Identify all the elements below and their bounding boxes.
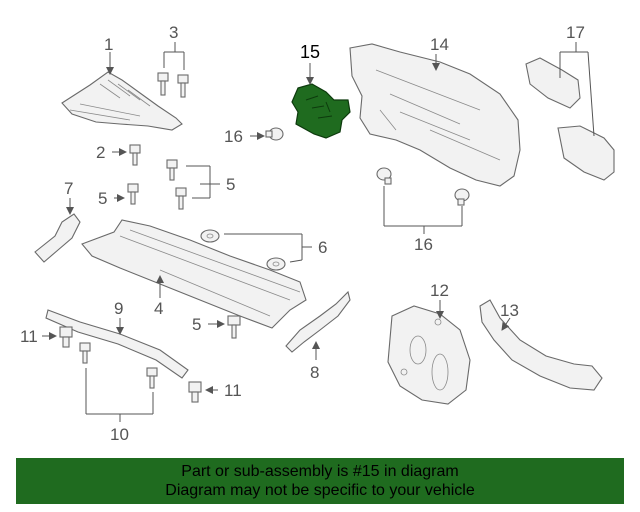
leader-lines <box>42 42 595 422</box>
part-11-nuts <box>59 326 202 403</box>
banner-line-1: Part or sub-assembly is #15 in diagram <box>181 463 459 480</box>
callout-16-lower: 16 <box>414 235 433 254</box>
callout-10: 10 <box>110 425 129 444</box>
callout-12: 12 <box>430 281 449 300</box>
callout-14: 14 <box>430 35 449 54</box>
callout-2: 2 <box>96 143 105 162</box>
part-14-dash-panel <box>349 43 521 187</box>
callout-8: 8 <box>310 363 319 382</box>
part-1-cowl-panel <box>61 71 183 131</box>
part-12-insulator-pad <box>387 305 471 405</box>
callout-7: 7 <box>64 179 73 198</box>
callout-4: 4 <box>154 299 163 318</box>
callout-15-highlighted: 15 <box>300 42 320 62</box>
callout-numbers: 1 3 2 5 5 7 6 4 9 11 10 11 5 8 15 16 16 … <box>20 23 585 444</box>
part-7-bracket <box>34 213 81 263</box>
part-5-bolt-lower <box>227 315 241 339</box>
part-10-studs <box>79 342 158 389</box>
callout-16-left: 16 <box>224 127 243 146</box>
part-4-cowl-grille <box>81 219 307 329</box>
callout-3: 3 <box>169 23 178 42</box>
part-13-panel <box>479 299 603 391</box>
part-2-bolt <box>129 144 141 166</box>
part-6-grommets <box>200 229 286 271</box>
callout-1: 1 <box>104 35 113 54</box>
callout-17: 17 <box>566 23 585 42</box>
part-16-clips <box>265 127 470 206</box>
callout-11-right: 11 <box>224 381 242 400</box>
callout-5-upper-right: 5 <box>226 175 235 194</box>
part-5-bolts-upper <box>127 159 187 210</box>
part-3-bolts <box>157 72 189 98</box>
part-17-pads <box>525 57 615 181</box>
part-8-bracket <box>285 290 351 353</box>
callout-5-upper-left: 5 <box>98 189 107 208</box>
banner-line-2: Diagram may not be specific to your vehi… <box>165 482 475 499</box>
callout-13: 13 <box>500 301 519 320</box>
callout-11-left: 11 <box>20 327 38 346</box>
callout-9: 9 <box>114 299 123 318</box>
callout-6: 6 <box>318 238 327 257</box>
callout-5-lower: 5 <box>192 315 201 334</box>
notice-banner: Part or sub-assembly is #15 in diagram D… <box>16 458 624 504</box>
part-15-insulator-highlighted <box>291 83 351 139</box>
